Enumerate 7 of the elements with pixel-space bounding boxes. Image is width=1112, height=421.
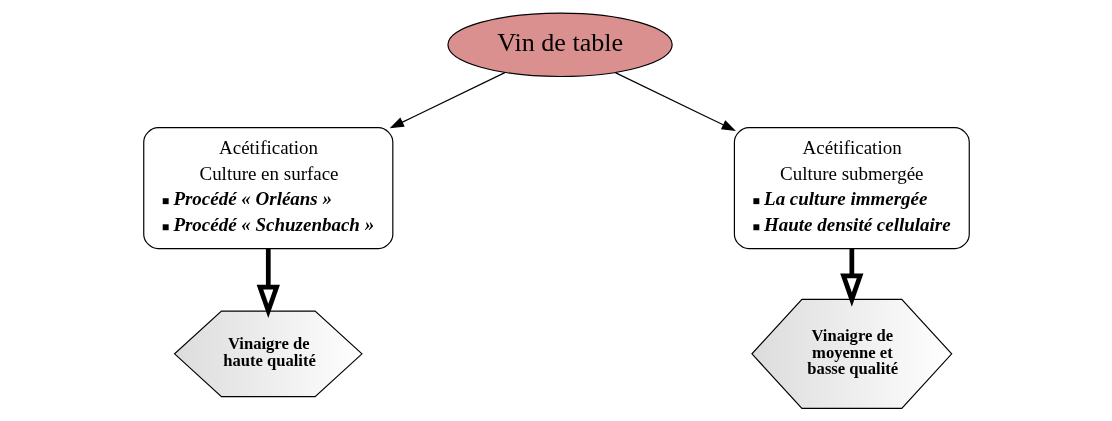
arrow [256, 248, 280, 319]
node-ellipse: Vin de table [446, 12, 673, 78]
node-box: Acétification Culture en surface Procédé « Orléans » Procédé « Schuzenbach » [142, 127, 393, 250]
node-box: Acétification Culture submergée La culture immergée Haute densité cellulaire [733, 127, 970, 250]
arrow [839, 248, 863, 307]
arrow [389, 72, 505, 129]
arrow [614, 72, 736, 131]
